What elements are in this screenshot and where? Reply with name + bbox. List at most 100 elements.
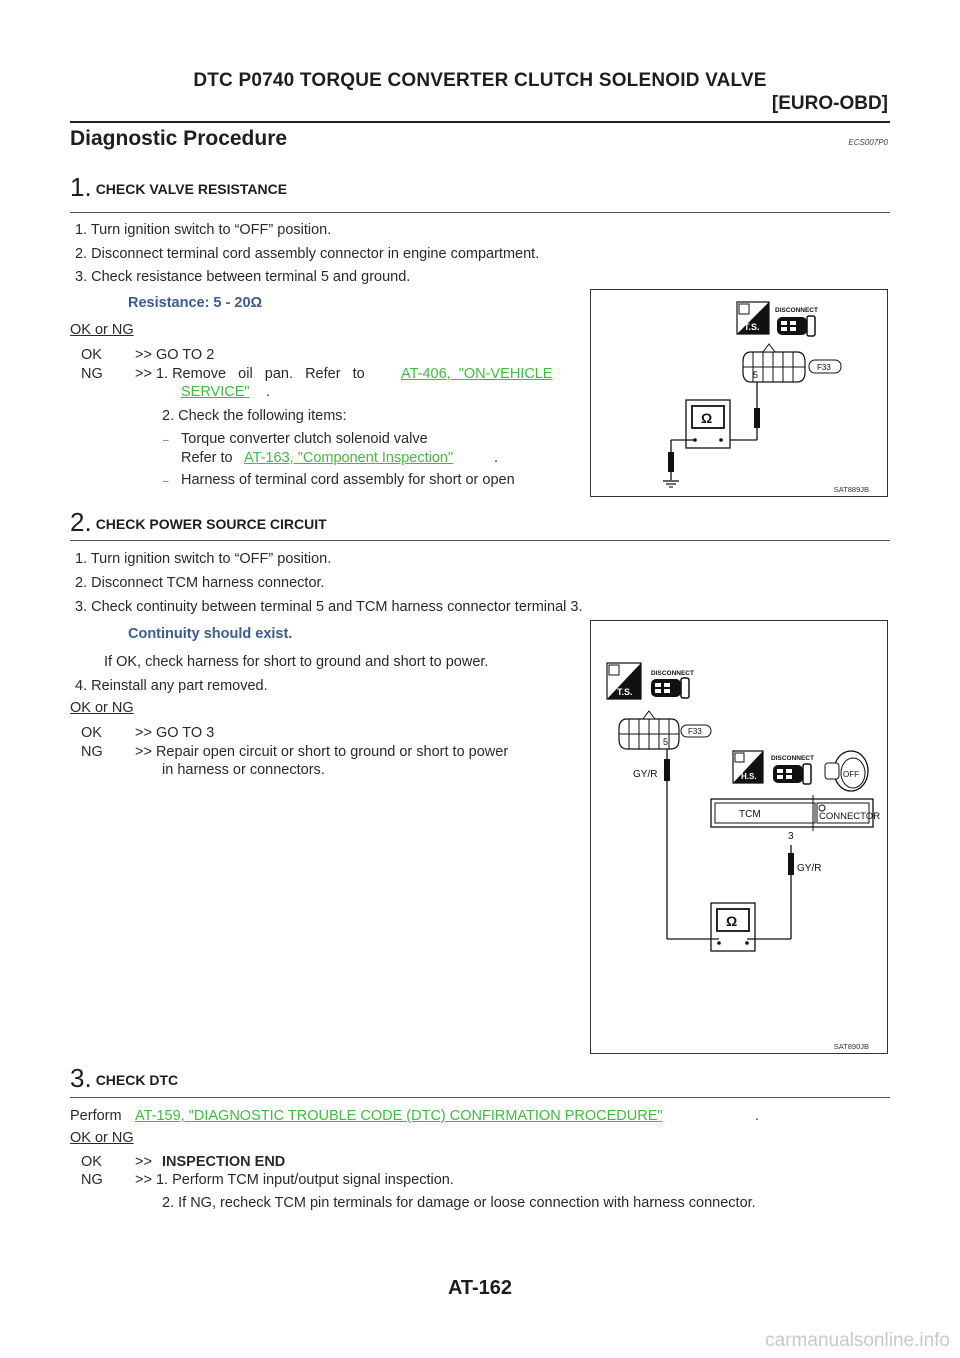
connector-disconnect-icon [773, 763, 812, 785]
connector-disconnect-icon [651, 677, 690, 699]
section-code: ECS007P0 [848, 138, 888, 147]
page-number: AT-162 [447, 1277, 513, 1299]
step-3-ok-arrow: >> [135, 1154, 152, 1170]
step-1-item-3: 3. Check resistance between terminal 5 a… [75, 269, 411, 285]
step-3-ng-text-2: 2. If NG, recheck TCM pin terminals for … [162, 1195, 756, 1211]
diagram-continuity: T.S. DISCONNECT 5 F33 GY/R H.S. [606, 662, 880, 952]
step-2-ok-or-ng: OK or NG [70, 700, 134, 716]
document-subtitle: [EURO-OBD] [771, 93, 888, 114]
step-3-number: 3. [70, 1063, 92, 1093]
ohmmeter-icon: Ω [685, 399, 731, 449]
wire-label-1: GY/R [633, 769, 657, 780]
ts-label: T.S. [617, 687, 633, 697]
link-dtc-confirmation-procedure[interactable]: AT-159, "DIAGNOSTIC TROUBLE CODE (DTC) C… [135, 1108, 663, 1124]
ts-icon: T.S. [606, 662, 642, 700]
disconnect-label: DISCONNECT [775, 307, 818, 314]
dash-bullet: – [163, 435, 169, 446]
ts-icon: T.S. [736, 301, 770, 335]
hs-label: H.S. [741, 772, 757, 781]
ts-label: T.S. [744, 322, 760, 332]
step-1-number: 1. [70, 172, 92, 202]
step-2-note: If OK, check harness for short to ground… [104, 654, 489, 670]
hs-icon: H.S. [732, 750, 764, 784]
pin-5-label: 5 [663, 737, 668, 747]
connector-label: CONNECTOR [819, 811, 880, 822]
figure-1-caption: SAT889JB [833, 485, 869, 494]
watermark: carmanualsonline.info [765, 1330, 950, 1351]
step-1-ok-text: >> GO TO 2 [135, 347, 215, 363]
step-1-heading: 1.CHECK VALVE RESISTANCE [70, 172, 287, 203]
step-2-ng-label: NG [81, 744, 103, 760]
ohmmeter-icon: Ω [710, 902, 756, 952]
step-3-ng-text-1: >> 1. Perform TCM input/output signal in… [135, 1172, 454, 1188]
step-2-spec: Continuity should exist. [128, 626, 293, 642]
step-3-period: . [755, 1108, 760, 1124]
step-1-spec: Resistance: 5 - 20Ω [128, 295, 263, 311]
step-3-rule [70, 1097, 890, 1098]
step-1-item-1: 1. Turn ignition switch to “OFF” positio… [75, 222, 332, 238]
header-rule [70, 121, 890, 123]
step-3-perform: Perform [70, 1108, 122, 1124]
figure-continuity-check: T.S. DISCONNECT 5 F33 GY/R H.S. [590, 620, 888, 1054]
step-1-sub-item-1-refer: Refer to [181, 450, 233, 466]
link-component-inspection[interactable]: AT-163, "Component Inspection" [244, 450, 454, 466]
step-1-sub-period: . [494, 450, 499, 466]
f33-badge [680, 724, 712, 738]
connector-f33 [742, 343, 806, 383]
step-2-number: 2. [70, 507, 92, 537]
pin-3-label: 3 [788, 831, 794, 842]
step-3-ng-label: NG [81, 1172, 103, 1188]
connector-disconnect-icon [777, 315, 816, 337]
step-3-ok-text: INSPECTION END [162, 1154, 286, 1170]
step-1-sub-item-1: Torque converter clutch solenoid valve [181, 431, 428, 447]
disconnect-label-2: DISCONNECT [771, 755, 814, 762]
step-1-ng-label: NG [81, 366, 103, 382]
off-label: OFF [843, 770, 859, 779]
wire-label-2: GY/R [797, 863, 821, 874]
connector-f33 [618, 710, 680, 750]
step-2-item-3: 3. Check continuity between terminal 5 a… [75, 599, 583, 615]
figure-resistance-check: T.S. DISCONNECT 5 F33 Ω [590, 289, 888, 497]
disconnect-label-1: DISCONNECT [651, 670, 694, 677]
svg-text:Ω: Ω [726, 913, 737, 929]
step-1-ok-label: OK [81, 347, 102, 363]
step-1-ng-period: . [266, 384, 271, 400]
step-2-heading: 2.CHECK POWER SOURCE CIRCUIT [70, 507, 327, 538]
step-2-item-4: 4. Reinstall any part removed. [75, 678, 268, 694]
step-2-item-2: 2. Disconnect TCM harness connector. [75, 575, 325, 591]
step-1-ng-text: >> 1. Remove oil pan. Refer to [135, 366, 365, 382]
step-3-ok-or-ng: OK or NG [70, 1130, 134, 1146]
probe-tip [754, 408, 760, 428]
step-2-item-1: 1. Turn ignition switch to “OFF” positio… [75, 551, 332, 567]
step-2-ng-text-2: in harness or connectors. [162, 762, 325, 778]
step-3-title: CHECK DTC [95, 1072, 179, 1088]
dash-bullet: – [163, 476, 169, 487]
step-3-heading: 3.CHECK DTC [70, 1063, 178, 1094]
step-2-title: CHECK POWER SOURCE CIRCUIT [95, 516, 327, 532]
step-2-ng-text-1: >> Repair open circuit or short to groun… [135, 744, 509, 760]
figure-2-caption: SAT890JB [833, 1042, 869, 1051]
f33-label: F33 [688, 727, 702, 736]
ignition-key-off-icon: OFF [824, 750, 869, 792]
step-2-ok-text: >> GO TO 3 [135, 725, 215, 741]
step-1-ok-or-ng: OK or NG [70, 322, 134, 338]
step-1-ng-item-2: 2. Check the following items: [162, 408, 347, 424]
step-3-ok-label: OK [81, 1154, 102, 1170]
document-title: DTC P0740 TORQUE CONVERTER CLUTCH SOLENO… [193, 70, 767, 91]
link-on-vehicle-service-cont[interactable]: SERVICE" [181, 384, 250, 400]
link-on-vehicle-service[interactable]: AT-406, "ON-VEHICLE [401, 366, 553, 382]
f33-badge [808, 359, 842, 374]
ground-icon [663, 480, 679, 488]
pin-5-label: 5 [753, 370, 758, 380]
tcm-label: TCM [739, 809, 761, 820]
tcm-connector [710, 795, 874, 831]
step-1-sub-item-2: Harness of terminal cord assembly for sh… [181, 472, 515, 488]
step-1-title: CHECK VALVE RESISTANCE [95, 181, 288, 197]
step-1-rule [70, 212, 890, 213]
f33-label: F33 [817, 363, 831, 372]
section-title: Diagnostic Procedure [70, 127, 288, 150]
diagram-resistance: T.S. DISCONNECT 5 F33 Ω [663, 301, 842, 488]
step-2-ok-label: OK [81, 725, 102, 741]
svg-text:Ω: Ω [701, 410, 712, 426]
step-1-item-2: 2. Disconnect terminal cord assembly con… [75, 246, 540, 262]
